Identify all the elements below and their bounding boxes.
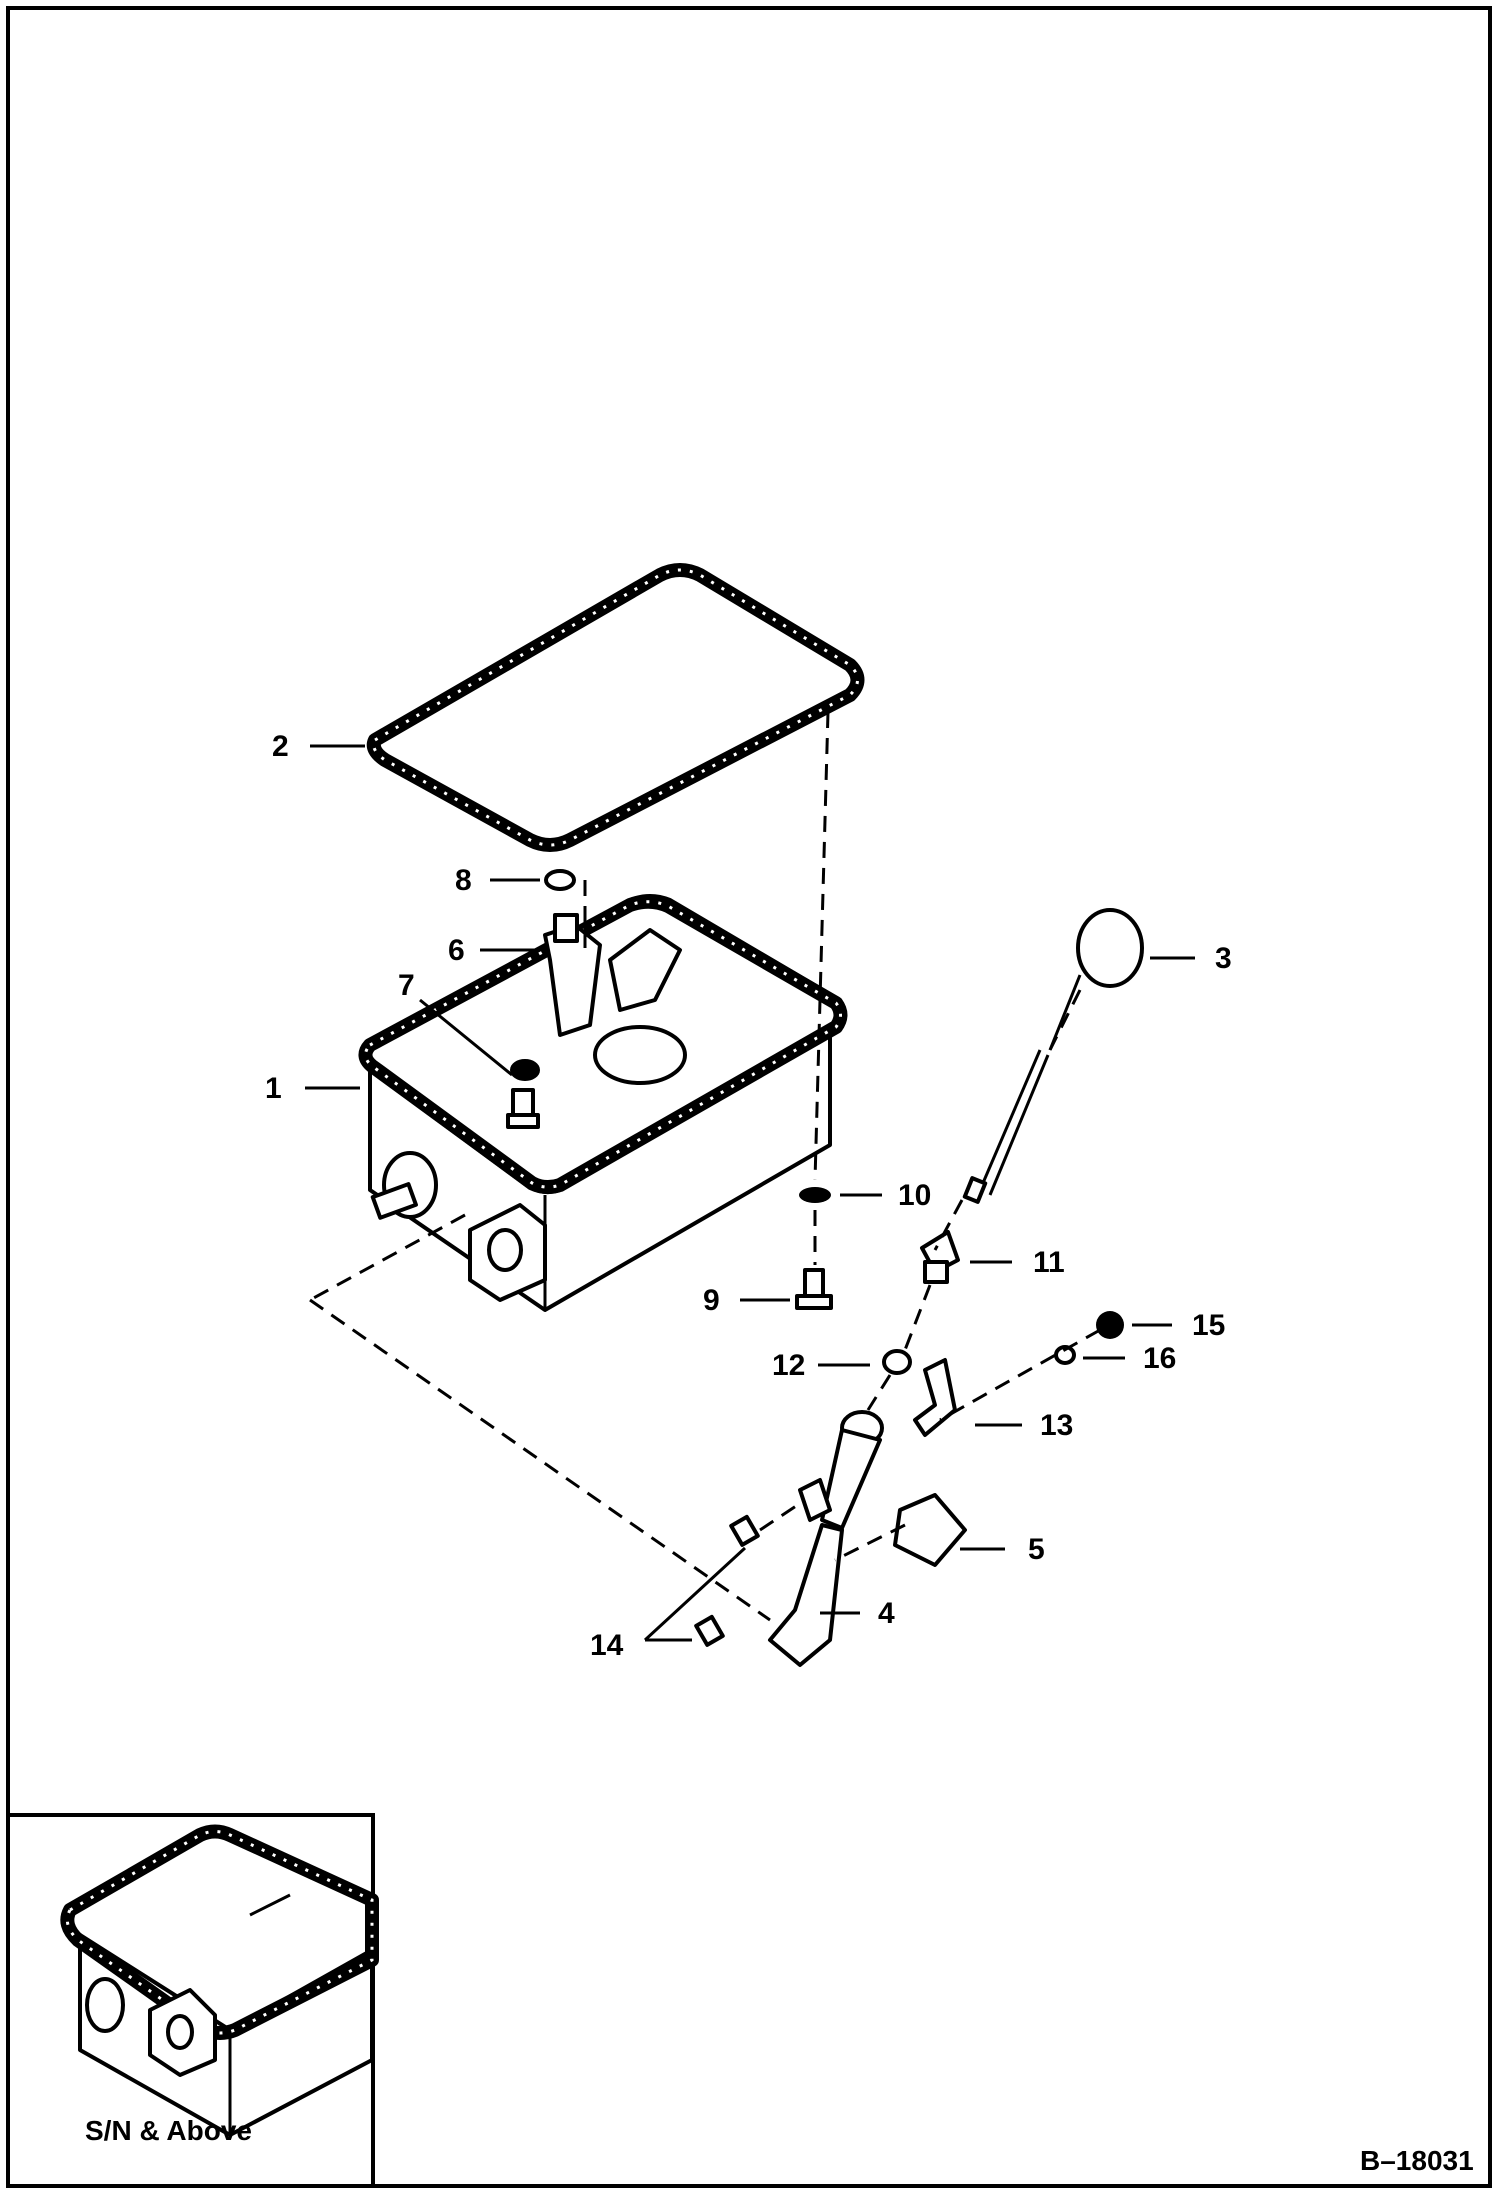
svg-text:4: 4 (878, 1597, 895, 1630)
svg-text:1: 1 (265, 1072, 282, 1105)
washer-10 (799, 1187, 831, 1203)
callout-2: 2 (272, 730, 365, 763)
o-ring-12 (882, 1349, 912, 1375)
svg-text:16: 16 (1143, 1342, 1176, 1375)
svg-text:8: 8 (455, 864, 472, 897)
svg-text:7: 7 (398, 969, 415, 1002)
svg-text:10: 10 (898, 1179, 931, 1212)
callout-12: 12 (772, 1349, 870, 1382)
callout-9: 9 (703, 1284, 790, 1317)
callout-11: 11 (970, 1246, 1065, 1279)
svg-text:2: 2 (272, 730, 289, 763)
svg-text:12: 12 (772, 1349, 805, 1382)
svg-text:5: 5 (1028, 1533, 1045, 1566)
svg-text:14: 14 (590, 1629, 624, 1662)
callout-3: 3 (1150, 942, 1232, 975)
svg-text:15: 15 (1192, 1309, 1225, 1342)
guide-plug-11 (920, 1230, 960, 1284)
callout-7: 7 (398, 969, 513, 1077)
oil-pan (358, 894, 848, 1312)
oil-pan-gasket (366, 563, 865, 852)
figure-number: B–18031 (1360, 2145, 1474, 2176)
dipstick (962, 908, 1144, 1204)
callout-13: 13 (975, 1409, 1073, 1442)
callout-1: 1 (265, 1072, 360, 1105)
serial-number-inset: S/N & Above (6, 1813, 379, 2188)
oil-strainer (543, 913, 687, 1085)
callout-10: 10 (840, 1179, 931, 1212)
bolts-14 (694, 1514, 760, 1647)
callout-8: 8 (455, 864, 540, 897)
guide-tube-4 (768, 1410, 884, 1667)
gasket-5 (893, 1493, 967, 1567)
callout-14: 14 (590, 1546, 747, 1662)
bracket-13 (913, 1358, 957, 1437)
nut-15 (1096, 1311, 1124, 1339)
bolt-and-washer-7 (506, 1059, 540, 1129)
callout-4: 4 (820, 1597, 895, 1630)
svg-text:9: 9 (703, 1284, 720, 1317)
washer-16 (1054, 1345, 1076, 1365)
svg-text:6: 6 (448, 934, 465, 967)
drain-plug-9 (795, 1268, 833, 1310)
o-ring-8 (544, 869, 576, 891)
callout-16: 16 (1083, 1342, 1176, 1375)
page-border (6, 6, 1492, 2188)
svg-text:3: 3 (1215, 942, 1232, 975)
inset-caption: S/N & Above (85, 2115, 252, 2146)
callout-5: 5 (960, 1533, 1045, 1566)
callout-6: 6 (448, 934, 540, 967)
svg-text:13: 13 (1040, 1409, 1073, 1442)
callout-15: 15 (1132, 1309, 1225, 1342)
svg-text:11: 11 (1033, 1246, 1065, 1279)
